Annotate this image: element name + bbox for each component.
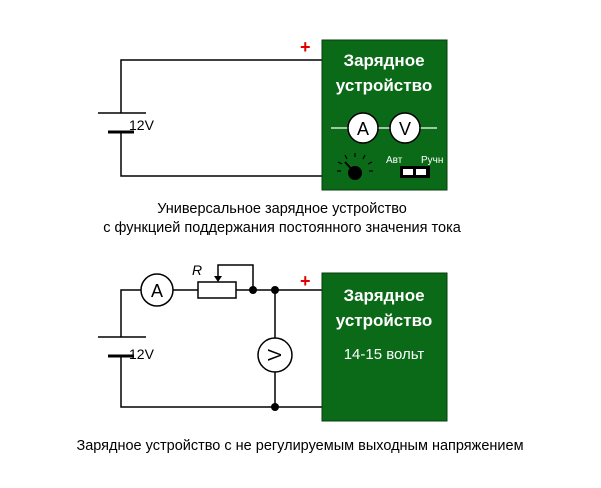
- top-charger-title-line1: Зарядное: [343, 51, 424, 70]
- bottom-charger-output-voltage: 14-15 вольт: [344, 346, 425, 363]
- bottom-circuit: A R V 12V + Зарядное устройство 14-15 во…: [76, 262, 523, 454]
- top-ammeter-icon: A: [347, 112, 379, 144]
- bottom-ammeter-letter: A: [151, 281, 163, 301]
- bottom-voltmeter-letter: V: [265, 349, 285, 361]
- top-charger-box: [321, 39, 448, 191]
- top-caption-line1: Универсальное зарядное устройство: [157, 201, 407, 217]
- bottom-wire-left: [120, 289, 141, 337]
- top-ammeter-letter: A: [357, 119, 369, 139]
- top-voltmeter-icon: V: [389, 112, 421, 144]
- bottom-junction-3: [271, 403, 279, 411]
- bottom-battery-icon: [98, 336, 146, 358]
- top-battery-voltage: 12V: [129, 117, 155, 133]
- top-plus-sign: +: [300, 37, 311, 57]
- bottom-charger-title-line2: устройство: [336, 311, 432, 330]
- top-wire-positive: [120, 59, 322, 113]
- top-caption-line2: с функцией поддержания постоянного значе…: [103, 220, 462, 236]
- top-mode-switch-icon: [400, 166, 430, 178]
- top-knob-icon: [337, 153, 373, 180]
- top-mode-manual-label: Ручн: [421, 155, 443, 166]
- bottom-junction-1: [249, 286, 257, 294]
- bottom-rheostat-icon: [197, 276, 237, 299]
- bottom-voltmeter-icon: V: [257, 337, 293, 373]
- bottom-charger-title-line1: Зарядное: [343, 286, 424, 305]
- top-voltmeter-letter: V: [399, 119, 411, 139]
- bottom-wire-negative: [120, 356, 322, 408]
- bottom-resistor-label: R: [192, 262, 202, 278]
- top-mode-auto-label: Авт: [386, 155, 403, 166]
- top-circuit: 12V + Зарядное устройство A V: [98, 37, 462, 236]
- bottom-ammeter-icon: A: [140, 273, 174, 307]
- bottom-wire-rheostat-wiper: [217, 264, 254, 290]
- top-wire-negative: [120, 132, 322, 177]
- top-charger-title-line2: устройство: [336, 76, 432, 95]
- bottom-plus-sign: +: [300, 271, 311, 291]
- bottom-junction-2: [271, 286, 279, 294]
- bottom-caption: Зарядное устройство с не регулируемым вы…: [76, 438, 523, 454]
- bottom-battery-voltage: 12V: [129, 346, 155, 362]
- top-battery-icon: [98, 112, 146, 134]
- bottom-charger-box: [321, 272, 448, 422]
